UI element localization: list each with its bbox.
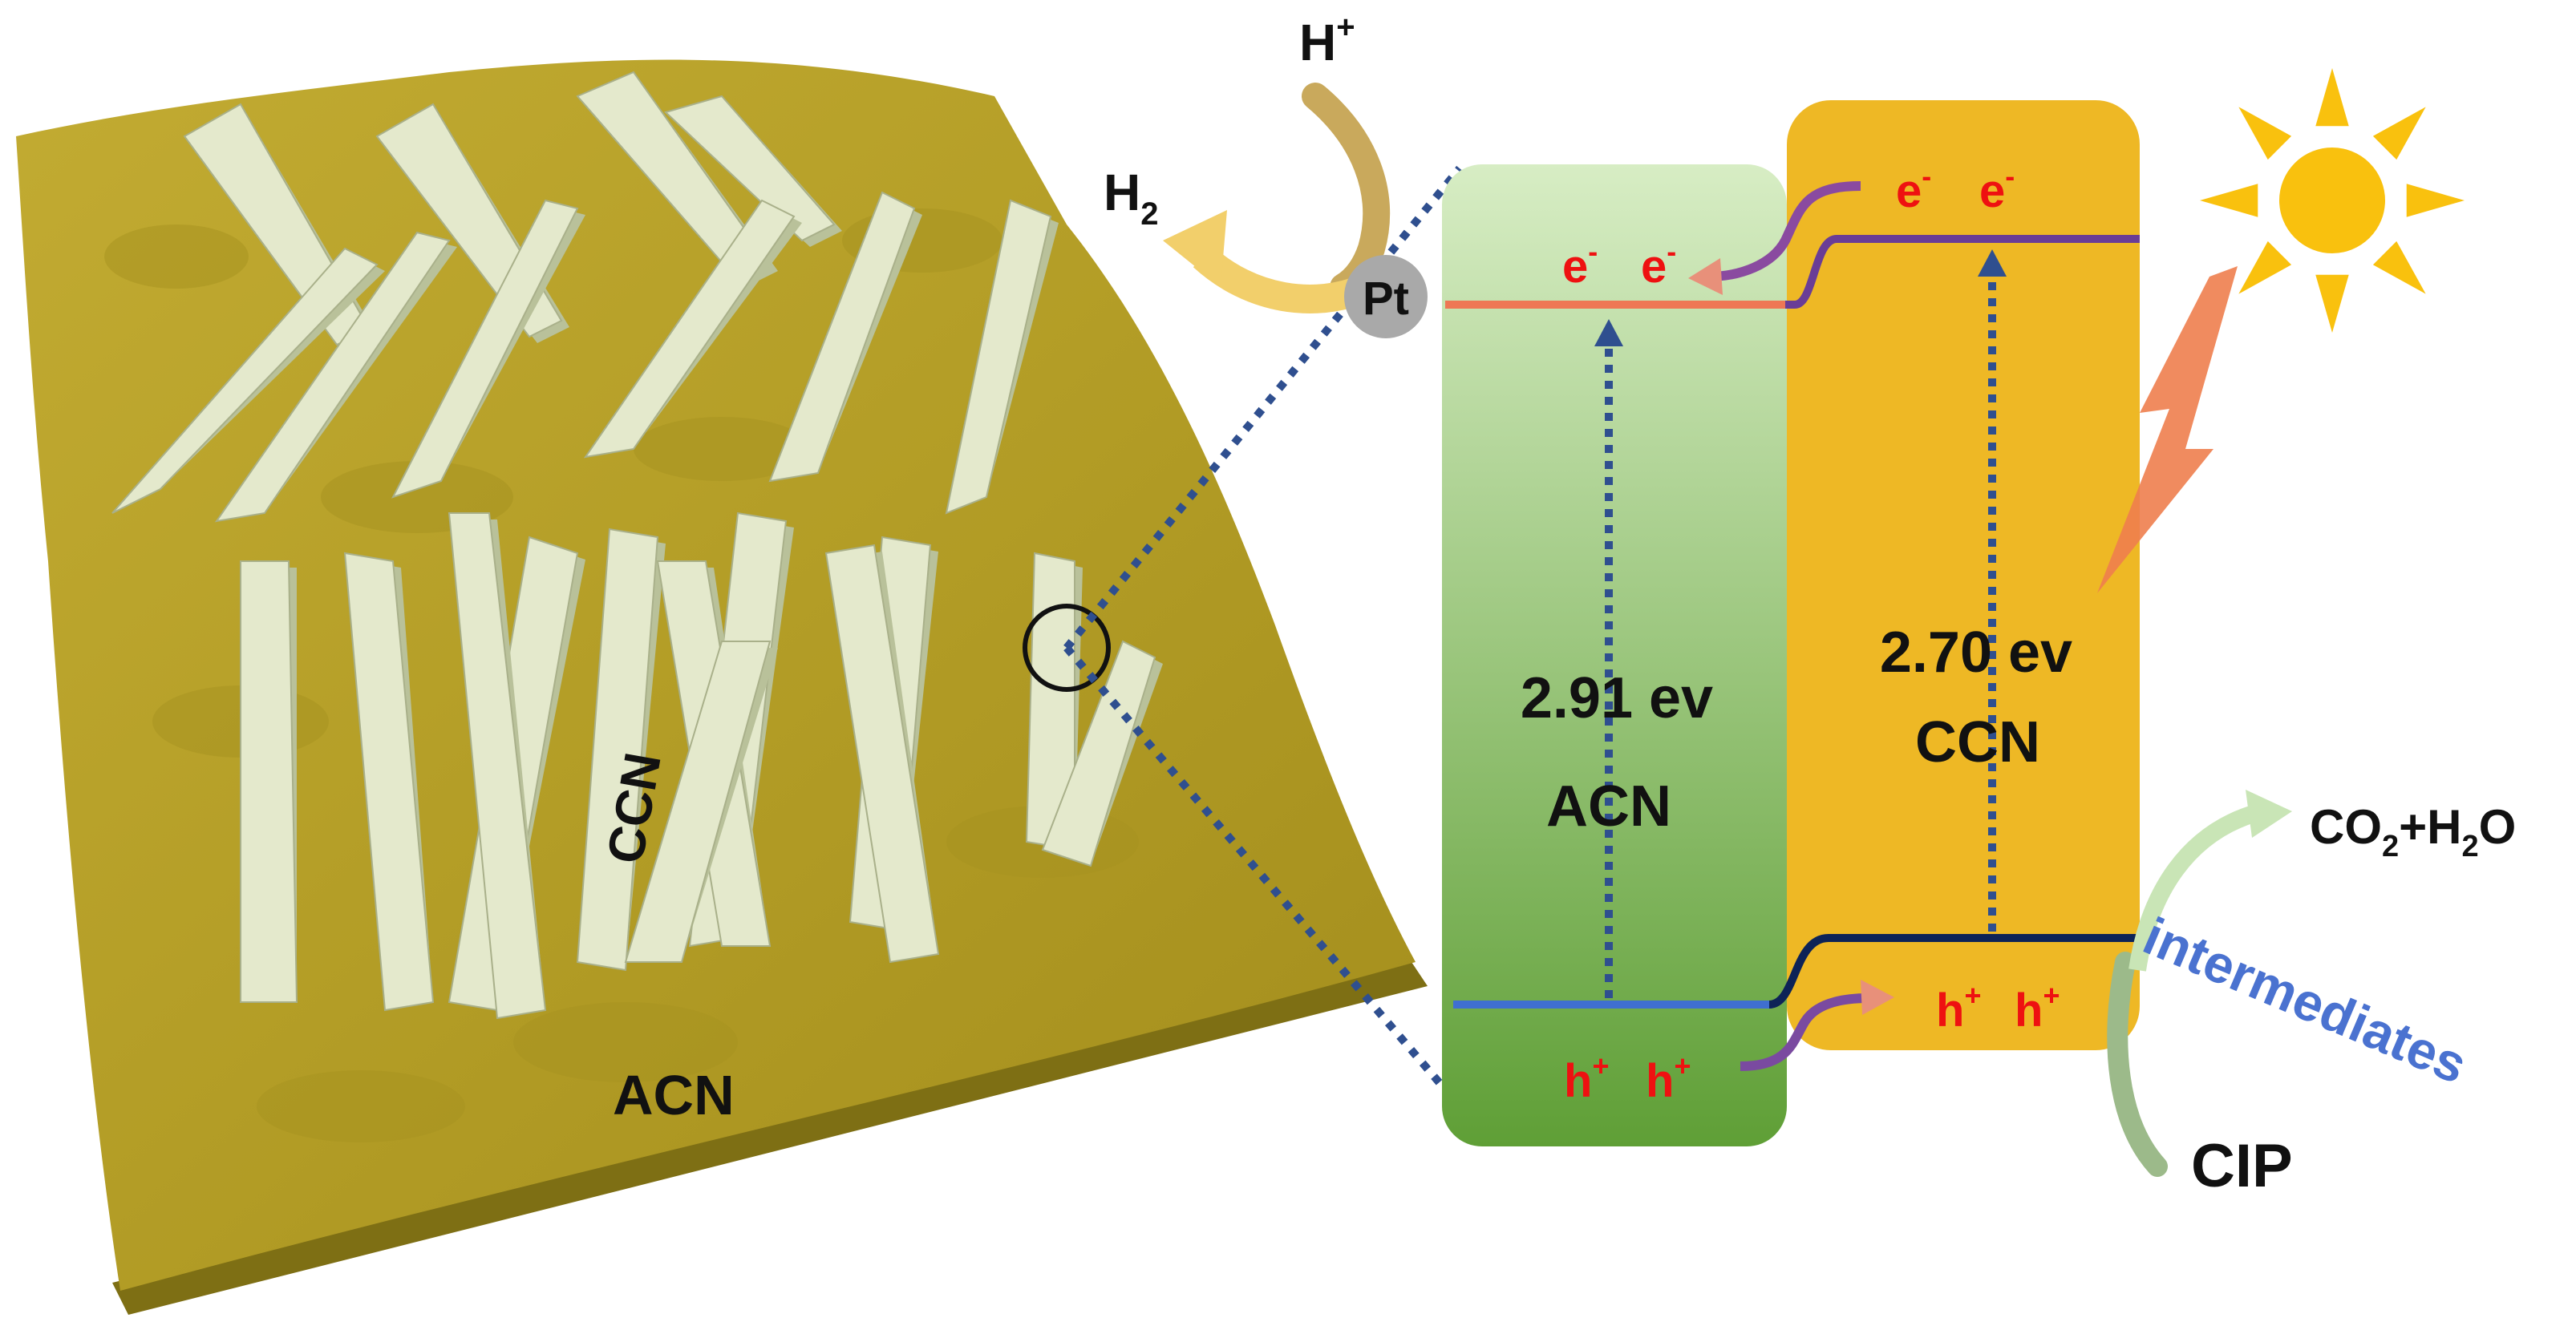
ccn-holes: h+ h+: [1936, 979, 2060, 1037]
sun-ray: [2372, 241, 2426, 294]
electron-charge: -: [1588, 235, 1598, 268]
sun-icon: [2200, 68, 2465, 333]
ccn-rod: [111, 247, 379, 514]
h-plus-charge: +: [1336, 10, 1355, 45]
svg-text:e-: e-: [1896, 160, 1931, 217]
intermediates-label: intermediates: [2136, 906, 2476, 1095]
electron-charge: -: [1922, 160, 1931, 192]
acn-band-box: [1442, 164, 1787, 1146]
acn-surface-illustration: CCN ACN: [16, 59, 1428, 1315]
svg-text:e-: e-: [1979, 160, 2015, 217]
sun-ray: [2406, 184, 2465, 217]
h-plus-symbol: H: [1299, 14, 1336, 71]
zoom-lines: [1063, 165, 1487, 1138]
acn-surface-label: ACN: [613, 1064, 735, 1126]
electron-charge: -: [2005, 160, 2015, 192]
hydrogen-evolution: Pt H+ H2: [1104, 10, 1428, 338]
h2-arrowhead: [1163, 210, 1227, 287]
ccn-rod: [343, 552, 435, 1012]
ccn-rod: [624, 641, 772, 963]
hole-label: h: [1646, 1055, 1674, 1107]
pt-particle: [1344, 255, 1428, 338]
surface-side: [112, 962, 1428, 1315]
hole-label: h: [1936, 984, 1964, 1037]
electron-charge: -: [1667, 235, 1676, 268]
svg-text:h+: h+: [1564, 1049, 1609, 1107]
hole-charge: +: [2043, 979, 2060, 1012]
acn-excitation-arrowhead: [1594, 319, 1623, 346]
acn-holes: h+ h+: [1564, 1049, 1691, 1107]
h-plus-label: H+: [1299, 10, 1355, 71]
electron-label: e: [1896, 165, 1922, 217]
electron-transfer-arrowhead: [1688, 258, 1723, 295]
acn-bandgap-label: 2.91 ev: [1521, 666, 1713, 730]
hole-charge: +: [1592, 1049, 1609, 1082]
ccn-rod: [391, 199, 579, 499]
lightning-icon: [2097, 266, 2238, 593]
ccn-band-box: [1787, 100, 2140, 1050]
sun-ray: [2315, 68, 2349, 127]
electron-transfer-arrow: [1707, 181, 1861, 281]
cip-label: CIP: [2191, 1132, 2293, 1200]
ccn-rods: [111, 71, 1163, 1020]
product-o: O: [2479, 800, 2517, 854]
hole-transfer-arrowhead: [1861, 980, 1894, 1015]
electron-label: e: [1979, 165, 2005, 217]
ccn-name-label: CCN: [1915, 710, 2040, 774]
sun-core: [2273, 141, 2392, 260]
product-co: CO: [2310, 800, 2382, 854]
pt-label: Pt: [1363, 273, 1409, 325]
product-subscript: 2: [2382, 830, 2399, 863]
ccn-rod: [576, 528, 659, 972]
hole-transfer-arrow: [1740, 993, 1869, 1071]
ccn-rod: [240, 560, 298, 1003]
svg-text:h+: h+: [1646, 1049, 1691, 1107]
ccn-rod: [945, 199, 1052, 515]
sun-ray: [2200, 184, 2258, 217]
ccn-rod: [448, 512, 547, 1020]
sun-ray: [2372, 107, 2426, 160]
ccn-conduction-band: [1785, 235, 2140, 309]
degradation-pathway: intermediates CIP CO2+H2O: [2107, 790, 2516, 1200]
electron-label: e: [1562, 241, 1588, 293]
product-subscript: 2: [2462, 830, 2479, 863]
hole-label: h: [1564, 1055, 1592, 1107]
ccn-valence-band: [1768, 934, 2140, 1009]
h2-subscript: 2: [1140, 196, 1158, 232]
product-plus-h: +H: [2399, 800, 2461, 854]
ccn-rod: [583, 199, 796, 459]
hole-charge: +: [1674, 1049, 1691, 1082]
band-diagram: e- e- e- e- h+ h+ h+ h+ 2.91 ev ACN 2.70…: [1442, 100, 2140, 1146]
acn-electrons: e- e-: [1562, 235, 1676, 293]
ccn-excitation-arrowhead: [1978, 249, 2007, 277]
h2-label: H2: [1104, 164, 1158, 232]
h-plus-arrow: [1302, 83, 1391, 301]
hole-charge: +: [1964, 979, 1981, 1012]
ccn-rod: [768, 191, 916, 483]
electron-label: e: [1641, 241, 1667, 293]
svg-text:h+: h+: [2015, 979, 2060, 1037]
svg-text:h+: h+: [1936, 979, 1981, 1037]
sun-ray: [2238, 107, 2292, 160]
ccn-rod: [1041, 640, 1156, 867]
ccn-bandgap-label: 2.70 ev: [1880, 621, 2072, 685]
ccn-rod: [214, 231, 451, 523]
ccn-rod: [664, 95, 836, 242]
ccn-electrons: e- e-: [1896, 160, 2015, 217]
h2-symbol: H: [1104, 164, 1140, 221]
co2-arrow: [2128, 805, 2257, 972]
hole-label: h: [2015, 984, 2043, 1037]
svg-text:e-: e-: [1641, 235, 1676, 293]
ccn-rod: [824, 544, 940, 964]
sun-ray: [2238, 241, 2292, 294]
cip-arrow: [2107, 952, 2168, 1177]
zoom-circle: [1023, 604, 1111, 692]
product-label: CO2+H2O: [2310, 800, 2516, 863]
sun-ray: [2315, 274, 2349, 333]
svg-text:e-: e-: [1562, 235, 1598, 293]
co2-arrowhead: [2246, 790, 2292, 838]
acn-name-label: ACN: [1546, 774, 1671, 839]
